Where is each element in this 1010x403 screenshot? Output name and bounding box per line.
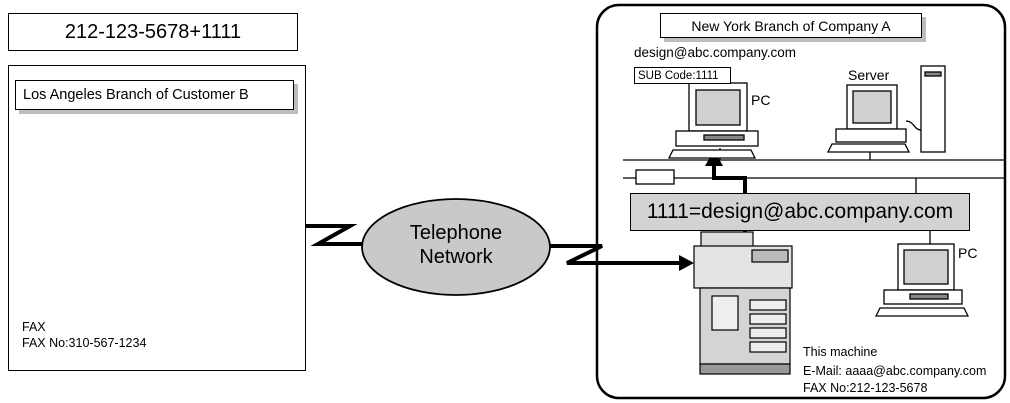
this-machine-icon [693, 231, 793, 375]
new-york-branch-label: New York Branch of Company A [660, 13, 922, 38]
routing-rule-box: 1111=design@abc.company.com [630, 193, 970, 231]
la-fax-number: FAX No:310-567-1234 [22, 336, 147, 350]
hub-box [635, 169, 675, 185]
telephone-network-cloud [361, 198, 551, 296]
network-label-line2: Network [419, 246, 493, 268]
dialed-number: 212-123-5678+1111 [64, 20, 242, 43]
server-icon [826, 65, 946, 153]
pc-top-label: PC [751, 92, 771, 108]
arrow-to-machine [679, 255, 694, 271]
pc-top-icon [667, 82, 759, 159]
pc-right-label: PC [958, 245, 978, 261]
machine-label: This machine [803, 345, 878, 359]
pc-email-address: design@abc.company.com [634, 45, 797, 60]
server-label: Server [848, 67, 890, 83]
fax-label: FAX [22, 320, 46, 334]
fax-line-right [545, 244, 683, 265]
pc-right-icon [874, 243, 970, 317]
sub-code-label: SUB Code:1111 [634, 67, 731, 84]
los-angeles-panel [8, 65, 306, 371]
los-angeles-branch-label: Los Angeles Branch of Customer B [15, 80, 294, 110]
machine-fax-number: FAX No:212-123-5678 [803, 381, 928, 395]
dialed-number-box: 212-123-5678+1111 [8, 13, 298, 51]
network-label-line1: Telephone [409, 222, 503, 244]
machine-email: E-Mail: aaaa@abc.company.com [803, 364, 987, 378]
